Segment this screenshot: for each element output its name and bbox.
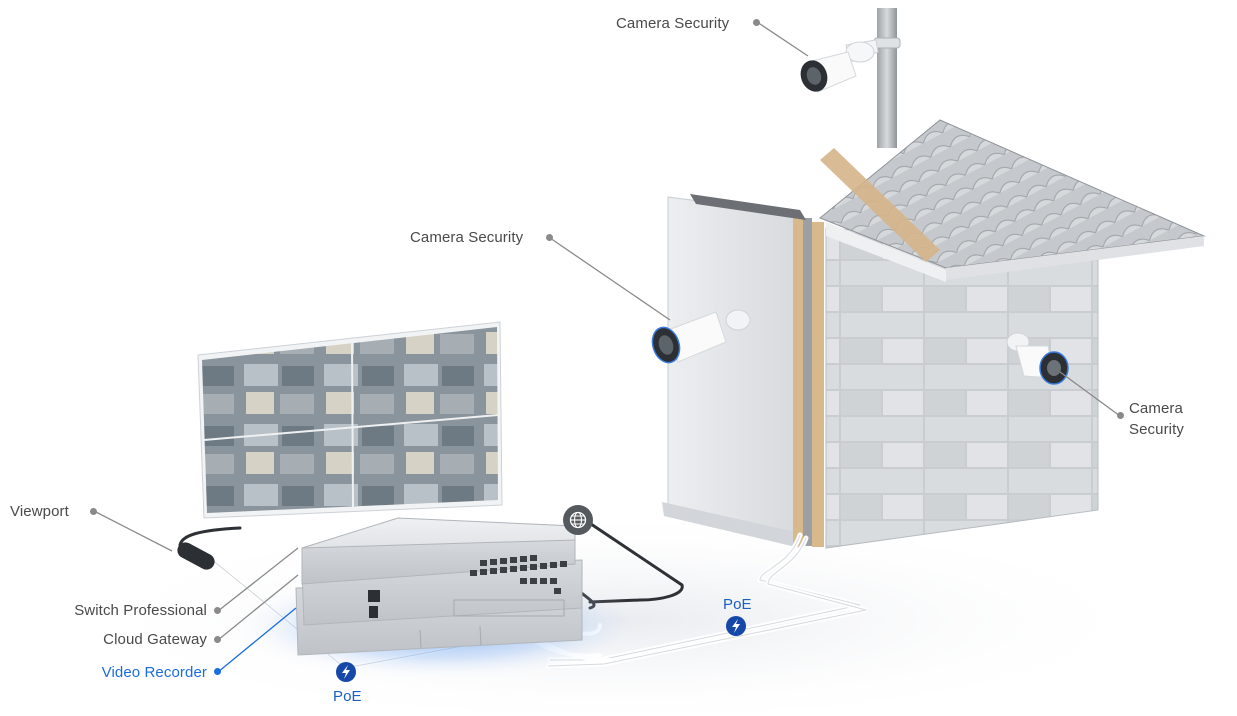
mount-pole <box>877 8 897 148</box>
dot-cloud-gateway <box>214 636 221 643</box>
house-cutaway <box>662 119 1206 549</box>
dot-camera-brick-wall <box>1117 412 1124 419</box>
pole-clamp <box>873 37 901 49</box>
label-viewport: Viewport <box>10 503 69 520</box>
viewport-device <box>177 542 215 570</box>
leader-cloud-gateway <box>217 574 299 641</box>
wood-stud <box>812 222 824 547</box>
roof-rafter <box>820 148 940 262</box>
label-camera-brick-wall-line1: Camera <box>1129 400 1183 417</box>
leader-switch <box>217 547 299 612</box>
dot-viewport <box>90 508 97 515</box>
baseboard <box>662 502 800 548</box>
poe-badge-left <box>336 662 356 682</box>
switch-professional-device <box>301 517 576 602</box>
leader-camera-brick-wall <box>1059 371 1121 417</box>
roof-soffit <box>826 222 946 282</box>
leader-camera-left-wall <box>549 237 671 321</box>
label-camera-pole: Camera Security <box>616 15 730 32</box>
camera-feed-grid <box>202 327 498 513</box>
wood-stud <box>793 216 803 546</box>
camera-left-wall <box>651 309 751 364</box>
top-plate <box>690 194 806 220</box>
lightning-bolt-icon <box>342 665 350 679</box>
camera-brick-wall <box>1006 332 1069 385</box>
dot-switch-professional <box>214 607 221 614</box>
leader-camera-pole <box>756 21 809 57</box>
camera-pole <box>800 39 879 93</box>
roof-edge <box>946 236 1204 280</box>
interior-wall <box>667 196 801 546</box>
lightning-bolt-icon <box>732 619 740 633</box>
label-video-recorder: Video Recorder <box>101 664 207 681</box>
label-camera-brick-wall-line2: Security <box>1129 421 1184 438</box>
dot-video-recorder <box>214 668 221 675</box>
monitor <box>197 321 503 519</box>
internet-badge <box>563 505 593 535</box>
label-poe-right: PoE <box>723 596 752 613</box>
device-stack <box>295 517 583 656</box>
pole-camera-group <box>800 8 901 148</box>
label-poe-left: PoE <box>333 688 362 705</box>
dot-camera-pole <box>753 19 760 26</box>
label-switch-professional: Switch Professional <box>74 602 207 619</box>
label-camera-left-wall: Camera Security <box>410 229 524 246</box>
leader-lines <box>93 21 1121 673</box>
poe-badge-right <box>726 616 746 636</box>
leader-video-recorder <box>217 607 297 673</box>
dot-camera-left-wall <box>546 234 553 241</box>
insulation <box>803 218 812 546</box>
label-cloud-gateway: Cloud Gateway <box>103 631 207 648</box>
leader-viewport <box>93 510 173 552</box>
